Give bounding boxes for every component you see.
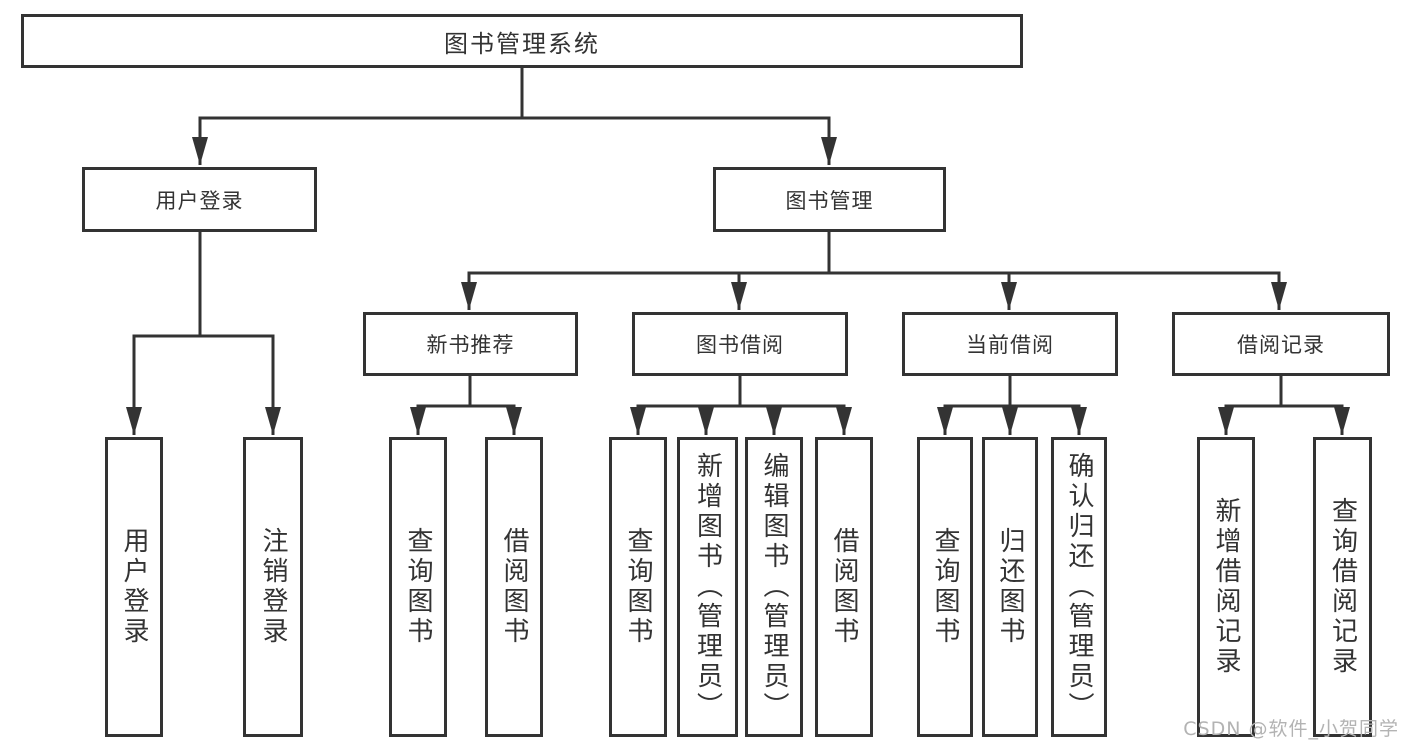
leaf-query-books-current: 查询图书 [917,437,973,737]
node-label: 编辑图书（管理员） [759,452,789,722]
node-label: 借阅图书 [829,527,859,647]
node-label: 查询借阅记录 [1327,497,1358,677]
leaf-add-book-admin: 新增图书（管理员） [677,437,738,737]
leaf-add-borrow-record: 新增借阅记录 [1197,437,1255,737]
node-label: 查询图书 [930,527,960,647]
node-borrow-records: 借阅记录 [1172,312,1390,376]
node-current-borrowing: 当前借阅 [902,312,1118,376]
node-label: 用户登录 [155,188,244,213]
leaf-edit-book-admin: 编辑图书（管理员） [745,437,803,737]
leaf-query-books-recommend: 查询图书 [389,437,447,737]
leaf-query-borrow-record: 查询借阅记录 [1313,437,1372,737]
node-label: 注销登录 [258,527,288,647]
leaf-return-book: 归还图书 [982,437,1038,737]
node-book-borrowing: 图书借阅 [632,312,848,376]
leaf-user-login: 用户登录 [105,437,163,737]
node-label: 查询图书 [623,527,653,647]
node-label: 新书推荐 [426,333,515,357]
node-book-management: 图书管理 [713,167,946,232]
node-label: 查询图书 [403,527,433,647]
leaf-confirm-return-admin: 确认归还（管理员） [1051,437,1107,737]
node-label: 图书管理 [785,188,874,213]
node-label: 图书借阅 [696,333,784,357]
node-label: 借阅图书 [499,527,529,647]
node-label: 归还图书 [995,527,1025,647]
leaf-borrow-books-recommend: 借阅图书 [485,437,543,737]
node-label: 当前借阅 [966,333,1054,357]
csdn-watermark: CSDN @软件_小贺同学 [1183,718,1399,740]
connector-group [126,68,1350,435]
leaf-query-books-borrowing: 查询图书 [609,437,667,737]
node-label: 新增借阅记录 [1211,497,1241,677]
node-label: 图书管理系统 [444,29,600,58]
node-library-management-system: 图书管理系统 [21,14,1023,68]
node-user-login: 用户登录 [82,167,317,232]
node-label: 确认归还（管理员） [1064,452,1094,722]
leaf-borrow-books: 借阅图书 [815,437,873,737]
node-label: 新增图书（管理员） [692,452,723,722]
node-label: 用户登录 [119,527,149,647]
leaf-logout: 注销登录 [243,437,303,737]
node-label: 借阅记录 [1237,333,1325,357]
node-new-book-recommend: 新书推荐 [363,312,578,376]
